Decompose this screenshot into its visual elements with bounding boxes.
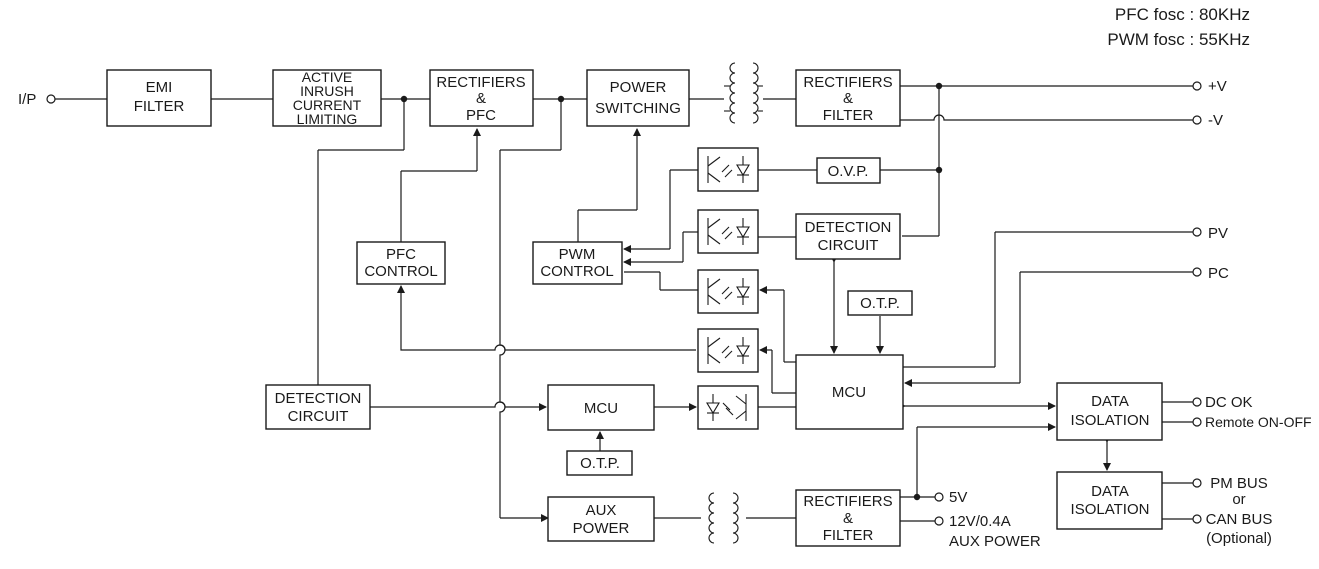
aux-power-output-label: AUX POWER	[949, 533, 1041, 550]
pc-label: PC	[1208, 265, 1229, 282]
remote-label: Remote ON-OFF	[1205, 414, 1312, 430]
wire-dc-bus-vertical	[499, 150, 506, 518]
optocoupler-icon	[697, 328, 759, 373]
v12-terminal	[934, 516, 944, 526]
pv-label: PV	[1208, 225, 1228, 242]
wire-minus-v	[900, 114, 1193, 121]
svg-text:RECTIFIERS&PFC: RECTIFIERS&PFC	[436, 74, 525, 124]
ovp-block: O.V.P.	[816, 157, 881, 184]
pfc-fosc-note: PFC fosc : 80KHz	[1115, 5, 1250, 24]
pm-bus-label: PM BUS	[1210, 475, 1268, 492]
minus-v-terminal	[1192, 115, 1202, 125]
optocoupler-icon	[697, 147, 759, 192]
can-bus-label: CAN BUS	[1206, 511, 1273, 528]
junction-dot	[935, 82, 943, 90]
main-transformer-icon	[724, 62, 763, 124]
rectifiers-filter-aux-block: RECTIFIERS&FILTER	[795, 489, 901, 547]
otp-primary-block: O.T.P.	[566, 450, 633, 476]
v12-label: 12V/0.4A	[949, 513, 1011, 530]
v5-terminal	[934, 492, 944, 502]
rectifiers-filter-output-block: RECTIFIERS&FILTER	[795, 69, 901, 127]
plus-v-label: +V	[1208, 78, 1227, 95]
pv-terminal	[1192, 227, 1202, 237]
wiring	[55, 85, 1193, 522]
plus-v-terminal	[1192, 81, 1202, 91]
rectifiers-pfc-block: RECTIFIERS&PFC	[429, 69, 534, 127]
optocoupler-icon	[697, 209, 759, 254]
wire-opto4-pfc	[397, 285, 696, 351]
svg-text:O.T.P.: O.T.P.	[860, 295, 900, 312]
remote-terminal	[1192, 417, 1202, 427]
junction-dot	[400, 95, 408, 103]
otp-right-block: O.T.P.	[847, 290, 913, 316]
pm-bus-terminal	[1192, 478, 1202, 488]
or-label: or	[1232, 491, 1245, 508]
svg-text:O.T.P.: O.T.P.	[580, 455, 620, 472]
dc-ok-label: DC OK	[1205, 394, 1253, 411]
optocoupler-icon	[697, 385, 759, 430]
svg-text:RECTIFIERS&FILTER: RECTIFIERS&FILTER	[803, 493, 892, 544]
aux-transformer-icon	[708, 492, 739, 544]
svg-text:MCU: MCU	[584, 400, 618, 417]
mcu-secondary-block: MCU	[795, 354, 904, 430]
junction-dot	[913, 493, 921, 501]
dc-ok-terminal	[1192, 397, 1202, 407]
pwm-fosc-note: PWM fosc : 55KHz	[1107, 30, 1250, 49]
input-label: I/P	[18, 91, 36, 108]
svg-text:RECTIFIERS&FILTER: RECTIFIERS&FILTER	[803, 74, 892, 124]
optocoupler-icon	[697, 269, 759, 314]
can-bus-terminal	[1192, 514, 1202, 524]
minus-v-label: -V	[1208, 112, 1223, 129]
wire-detleft-mcu	[370, 401, 547, 411]
v5-label: 5V	[949, 489, 967, 506]
pc-terminal	[1192, 267, 1202, 277]
mcu-primary-block: MCU	[547, 384, 655, 431]
junction-dot	[935, 166, 943, 174]
input-terminal	[46, 94, 56, 104]
svg-text:MCU: MCU	[832, 384, 866, 401]
optional-label: (Optional)	[1206, 530, 1272, 547]
junction-dot	[557, 95, 565, 103]
svg-text:O.V.P.: O.V.P.	[828, 163, 869, 180]
